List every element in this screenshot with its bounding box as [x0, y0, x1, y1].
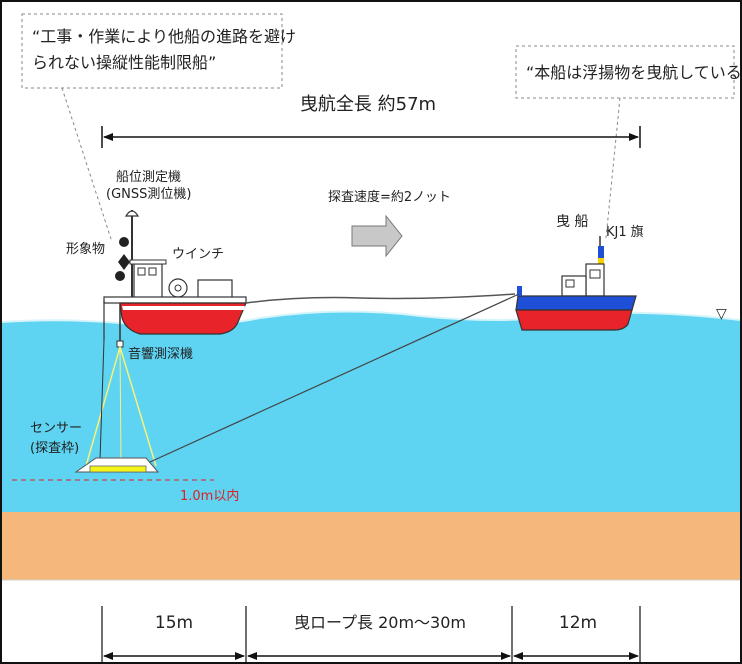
dim-right-label: 12m: [559, 613, 597, 633]
echo-sounder-icon: [116, 340, 124, 348]
speed-arrow-icon: [351, 214, 403, 258]
water-level-mark: ▽: [716, 306, 727, 322]
gnss-antenna-icon: [124, 210, 140, 217]
left-callout-line2: られない操縦性能制限船”: [32, 53, 216, 72]
towing-ship: [515, 236, 637, 331]
sensor-tow-line: [149, 293, 520, 463]
sea: [2, 311, 740, 512]
dim-left-label: 15m: [155, 613, 193, 633]
echo-sounder-label: 音響測深機: [128, 346, 193, 362]
left-callout-line1: “工事・作業により他船の進路を避け: [32, 27, 296, 46]
seabed: [2, 512, 740, 580]
towing-ship-label: 曳 船: [556, 214, 588, 230]
right-callout-box: [515, 45, 735, 99]
sensor-yellow-plate: [89, 465, 147, 473]
shape-mark-ball-icon: [119, 237, 129, 247]
right-callout-text: “本船は浮揚物を曳航している”: [526, 63, 742, 82]
total-length-label: 曳航全長 約57m: [300, 94, 436, 115]
sensor-label-line1: センサー: [30, 421, 82, 436]
seabed-distance-label: 1.0m以内: [180, 488, 239, 504]
kj1-flag-icon: [598, 246, 604, 258]
sensor-suspension-line: [99, 339, 105, 461]
tow-rope: [245, 293, 516, 304]
gnss-label-line2: (GNSS測位機): [106, 187, 191, 202]
gnss-label-line1: 船位測定機: [116, 170, 181, 185]
flag-label: KJ1 旗: [606, 224, 644, 240]
sensor-cable: [119, 346, 122, 463]
dim-middle-label: 曳ロープ長 20m～30m: [294, 613, 466, 632]
left-callout-box: [21, 13, 283, 89]
shape-mark-ball-icon: [115, 271, 125, 281]
survey-vessel: [103, 210, 247, 348]
shape-mark-diamond-icon: [118, 254, 130, 270]
sensor-label-line2: (探査枠): [30, 441, 79, 456]
winch-label: ウインチ: [172, 247, 224, 262]
sonar-beam: [85, 346, 157, 467]
shape-mark-label: 形象物: [66, 242, 105, 257]
left-callout-leader: [61, 87, 113, 243]
speed-label: 探査速度=約2ノット: [328, 189, 451, 205]
